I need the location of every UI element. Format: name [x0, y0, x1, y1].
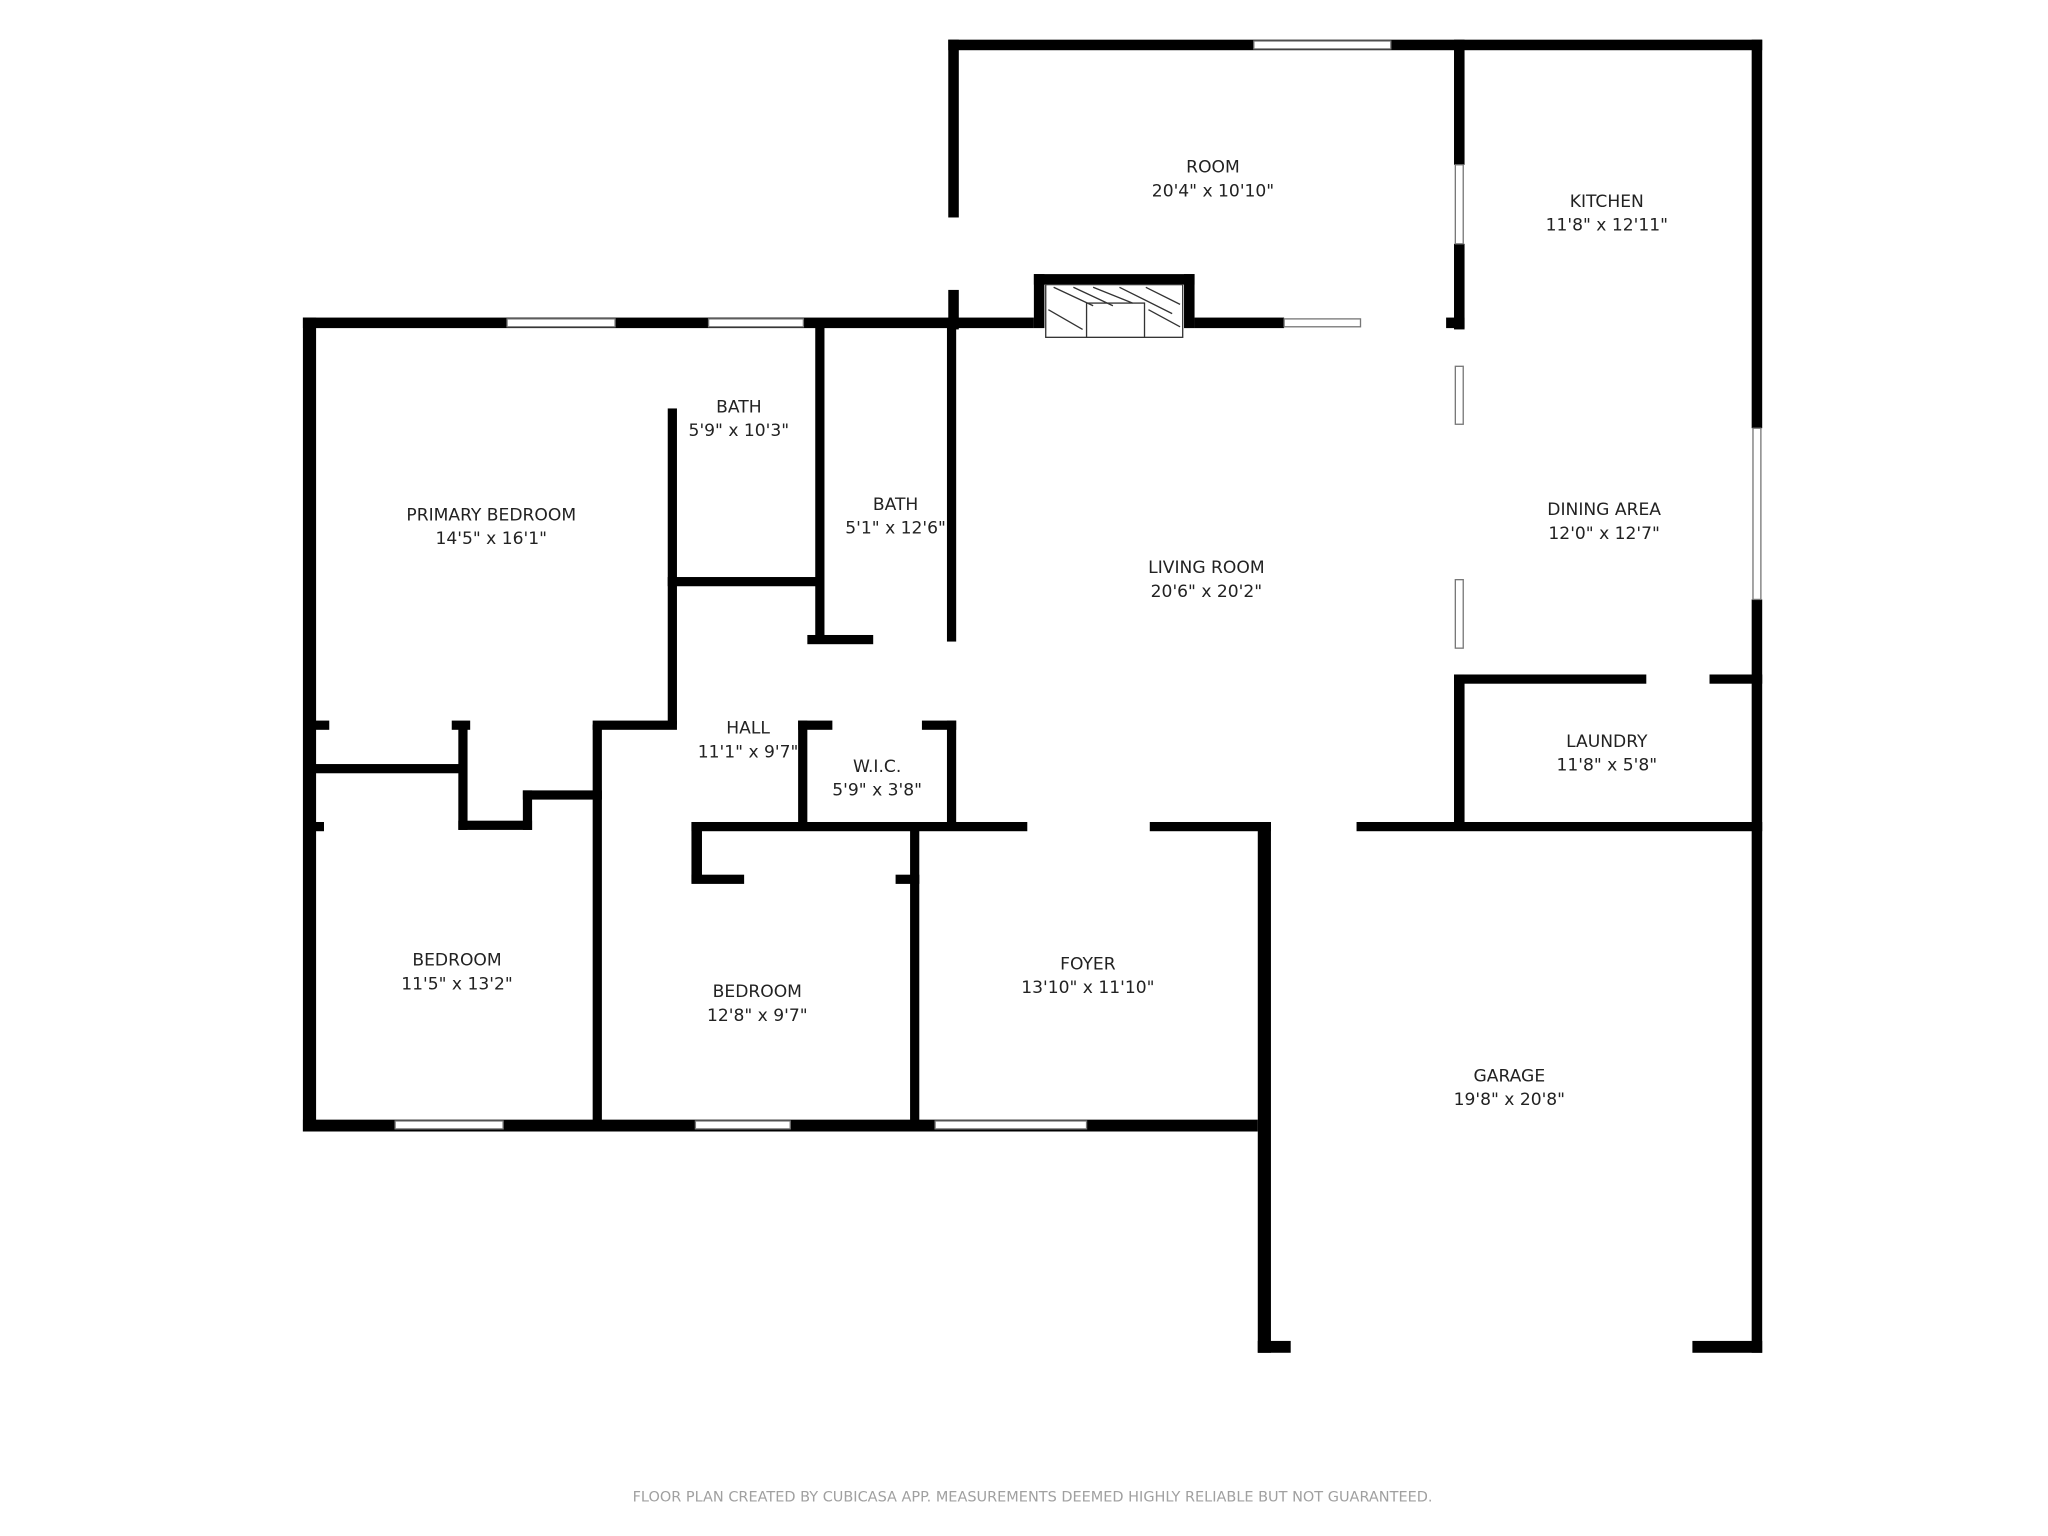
svg-text:KITCHEN: KITCHEN — [1570, 192, 1644, 212]
svg-text:FOYER: FOYER — [1060, 955, 1116, 975]
svg-text:GARAGE: GARAGE — [1474, 1066, 1546, 1086]
walls — [302, 39, 1763, 1353]
svg-text:5'9" x 3'8": 5'9" x 3'8" — [832, 781, 922, 801]
svg-text:ROOM: ROOM — [1186, 158, 1240, 178]
svg-text:11'8" x 12'11": 11'8" x 12'11" — [1546, 216, 1668, 236]
room-label-bath-2: BATH 5'1" x 12'6" — [845, 495, 946, 539]
svg-text:BEDROOM: BEDROOM — [713, 982, 802, 1002]
svg-text:LAUNDRY: LAUNDRY — [1566, 732, 1648, 752]
svg-text:14'5" x 16'1": 14'5" x 16'1" — [436, 529, 547, 549]
room-label-primary-bedroom: PRIMARY BEDROOM 14'5" x 16'1" — [406, 505, 576, 549]
svg-text:19'8" x 20'8": 19'8" x 20'8" — [1454, 1090, 1565, 1110]
svg-text:HALL: HALL — [726, 719, 770, 739]
svg-text:5'1" x 12'6": 5'1" x 12'6" — [845, 519, 946, 539]
room-label-hall: HALL 11'1" x 9'7" — [698, 719, 799, 763]
svg-text:20'6" x 20'2": 20'6" x 20'2" — [1151, 582, 1262, 602]
room-label-living-room: LIVING ROOM 20'6" x 20'2" — [1148, 558, 1264, 602]
svg-text:12'8" x 9'7": 12'8" x 9'7" — [707, 1006, 808, 1026]
room-label-wic: W.I.C. 5'9" x 3'8" — [832, 757, 922, 801]
svg-text:11'1" x 9'7": 11'1" x 9'7" — [698, 742, 799, 762]
svg-text:BATH: BATH — [716, 397, 761, 417]
svg-text:11'5" x 13'2": 11'5" x 13'2" — [401, 974, 512, 994]
svg-text:12'0" x 12'7": 12'0" x 12'7" — [1548, 524, 1659, 544]
svg-text:BEDROOM: BEDROOM — [412, 951, 501, 971]
svg-text:DINING AREA: DINING AREA — [1547, 500, 1661, 520]
svg-text:LIVING ROOM: LIVING ROOM — [1148, 558, 1264, 578]
room-label-dining-area: DINING AREA 12'0" x 12'7" — [1547, 500, 1661, 544]
room-label-laundry: LAUNDRY 11'8" x 5'8" — [1557, 732, 1658, 776]
room-label-garage: GARAGE 19'8" x 20'8" — [1454, 1066, 1565, 1110]
footer-disclaimer: FLOOR PLAN CREATED BY CUBICASA APP. MEAS… — [633, 1490, 1433, 1506]
room-label-foyer: FOYER 13'10" x 11'10" — [1021, 955, 1154, 999]
svg-text:PRIMARY BEDROOM: PRIMARY BEDROOM — [406, 505, 576, 525]
room-label-bedroom-2: BEDROOM 12'8" x 9'7" — [707, 982, 808, 1026]
room-label-bedroom-1: BEDROOM 11'5" x 13'2" — [401, 951, 512, 995]
svg-text:11'8" x 5'8": 11'8" x 5'8" — [1557, 756, 1658, 776]
svg-text:5'9" x 10'3": 5'9" x 10'3" — [689, 421, 790, 441]
room-label-kitchen: KITCHEN 11'8" x 12'11" — [1546, 192, 1668, 236]
svg-text:W.I.C.: W.I.C. — [853, 757, 901, 777]
room-labels: ROOM 20'4" x 10'10" KITCHEN 11'8" x 12'11"… — [401, 158, 1668, 1110]
windows — [394, 40, 1762, 1130]
svg-text:BATH: BATH — [873, 495, 918, 515]
svg-text:13'10" x 11'10": 13'10" x 11'10" — [1021, 978, 1154, 998]
room-label-room: ROOM 20'4" x 10'10" — [1152, 158, 1274, 202]
svg-text:20'4" x 10'10": 20'4" x 10'10" — [1152, 181, 1274, 201]
room-label-bath-1: BATH 5'9" x 10'3" — [689, 397, 790, 441]
fireplace — [1045, 283, 1184, 338]
